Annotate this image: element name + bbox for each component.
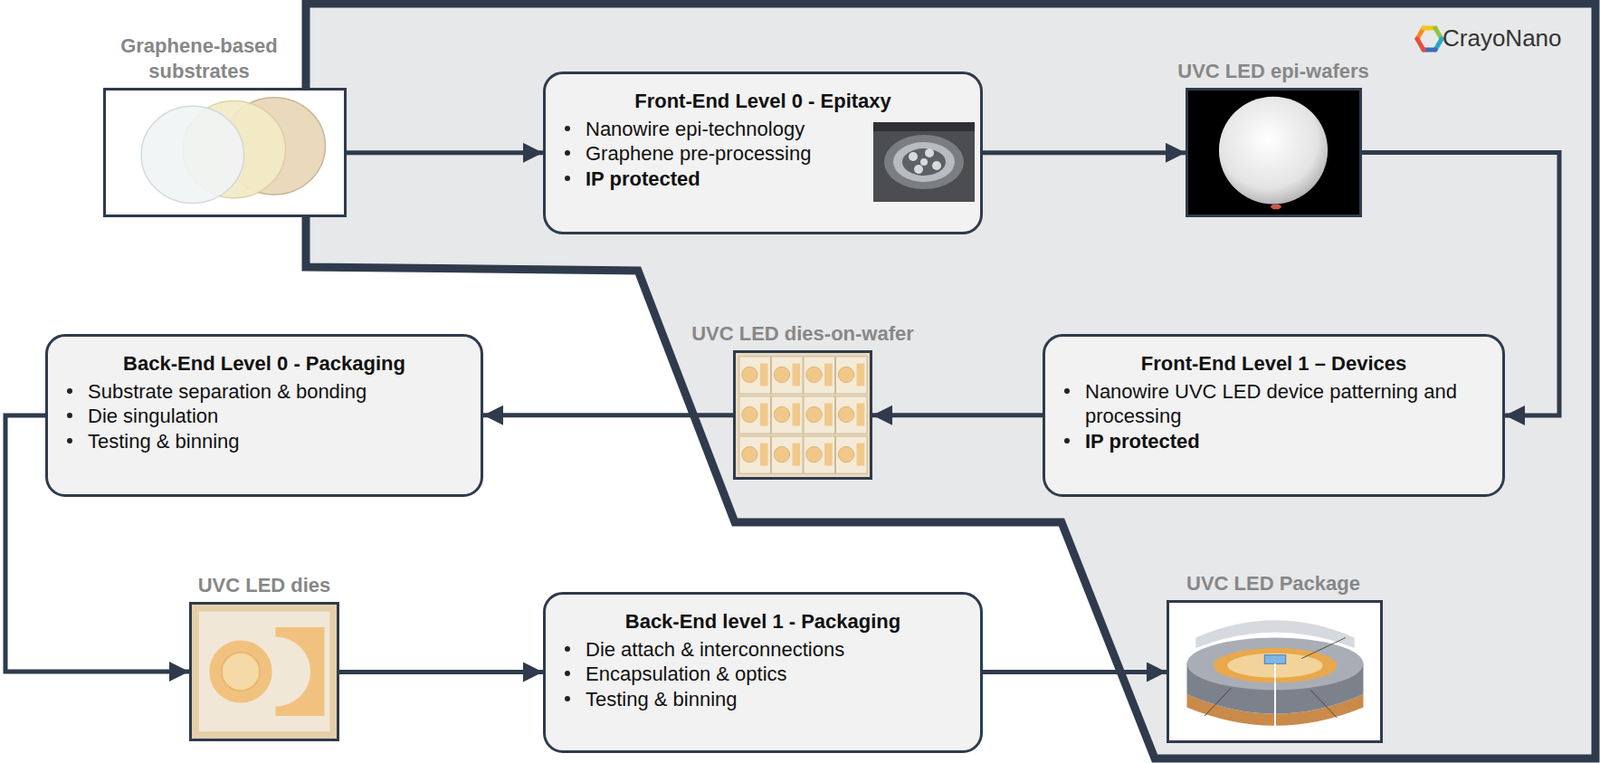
bullet-text: Testing & binning (64, 428, 465, 455)
image-box: Graphene-based substrates (103, 87, 347, 218)
flow-arrow (872, 412, 1043, 418)
flow-arrow (982, 150, 1186, 155)
bullet-text: Die attach & interconnections (561, 637, 964, 663)
bullet-dot (564, 125, 571, 132)
box-heading: Front-End Level 1 – Devices (1061, 351, 1486, 377)
image-heading-holder: Graphene-based substrates (99, 33, 299, 84)
bullet-dot (1064, 438, 1070, 444)
bullet-dot (564, 150, 571, 156)
flow-arrow (346, 150, 543, 155)
bullet-dot (564, 670, 571, 677)
flow-arrow (982, 669, 1167, 675)
box-heading: Back-End Level 0 - Packaging (64, 351, 465, 377)
bullet-row: Testing & binning (561, 686, 964, 713)
process-box: Back-End Level 0 - PackagingSubstrate se… (45, 333, 484, 497)
bullet-text: Graphene pre-processing (561, 141, 847, 167)
bullet-text: Testing & binning (561, 686, 964, 713)
image-heading: UVC LED Package (1128, 571, 1419, 597)
bullet-text: Nanowire epi-technology (561, 116, 847, 143)
dies-on-wafer-picture (735, 352, 870, 477)
bullet-row: Substrate separation & bonding (64, 379, 465, 405)
process-box: Back-End level 1 - PackagingDie attach &… (542, 591, 983, 753)
image-heading-holder: UVC LED dies (128, 572, 400, 599)
bullet-dot (564, 646, 571, 652)
package-picture (1169, 602, 1381, 741)
bullet-row: Die attach & interconnections (561, 637, 964, 663)
image-heading: UVC LED dies-on-wafer (653, 321, 953, 347)
image-box: UVC LED Package (1166, 600, 1383, 743)
image-box: UVC LED dies (189, 601, 340, 742)
bullet-row: IP protected (1061, 428, 1486, 455)
bullet-row: Encapsulation & optics (561, 661, 964, 687)
bullet-row: Nanowire UVC LED device patterning and p… (1061, 379, 1486, 429)
image-heading-holder: UVC LED dies-on-wafer (653, 321, 953, 347)
image-box: UVC LED epi-wafers (1185, 87, 1362, 218)
epi-wafer-picture (1188, 90, 1360, 215)
bullet-dot (66, 388, 73, 394)
bullet-text: Die singulation (64, 403, 465, 429)
logo-text: CrayoNano (1442, 24, 1562, 53)
process-box: Front-End Level 1 – DevicesNanowire UVC … (1042, 333, 1505, 497)
substrate-picture (105, 90, 344, 215)
image-heading-holder: UVC LED epi-wafers (1128, 58, 1419, 85)
bullet-dot (564, 695, 571, 702)
bullet-row: Nanowire epi-technology (561, 116, 964, 143)
process-box: Front-End Level 0 - EpitaxyNanowire epi-… (542, 71, 983, 235)
bullet-dot (1064, 388, 1070, 394)
bullet-dot (66, 412, 73, 419)
image-heading: UVC LED dies (128, 572, 400, 599)
reactor-photo (873, 122, 975, 202)
flow-arrow (483, 412, 734, 418)
bullet-text: IP protected (1061, 428, 1486, 455)
bullet-row: Testing & binning (64, 428, 465, 455)
bullet-dot (66, 438, 73, 444)
bullet-text: Encapsulation & optics (561, 661, 964, 687)
image-box: UVC LED dies-on-wafer (733, 350, 873, 480)
flow-arrow (339, 669, 543, 675)
bullet-dot (564, 175, 571, 181)
bullet-row: Graphene pre-processing (561, 141, 964, 167)
bullet-text: Nanowire UVC LED device patterning and p… (1061, 379, 1486, 429)
bullet-text: Substrate separation & bonding (64, 379, 465, 405)
bullet-row: Die singulation (64, 403, 465, 429)
box-heading: Front-End Level 0 - Epitaxy (561, 88, 964, 115)
image-heading: Graphene-based substrates (99, 33, 299, 84)
bullet-text: IP protected (561, 166, 847, 192)
image-heading: UVC LED epi-wafers (1128, 58, 1419, 85)
bullet-row: IP protected (561, 166, 964, 192)
die-picture (191, 604, 337, 739)
image-heading-holder: UVC LED Package (1128, 571, 1419, 597)
box-heading: Back-End level 1 - Packaging (561, 609, 964, 635)
